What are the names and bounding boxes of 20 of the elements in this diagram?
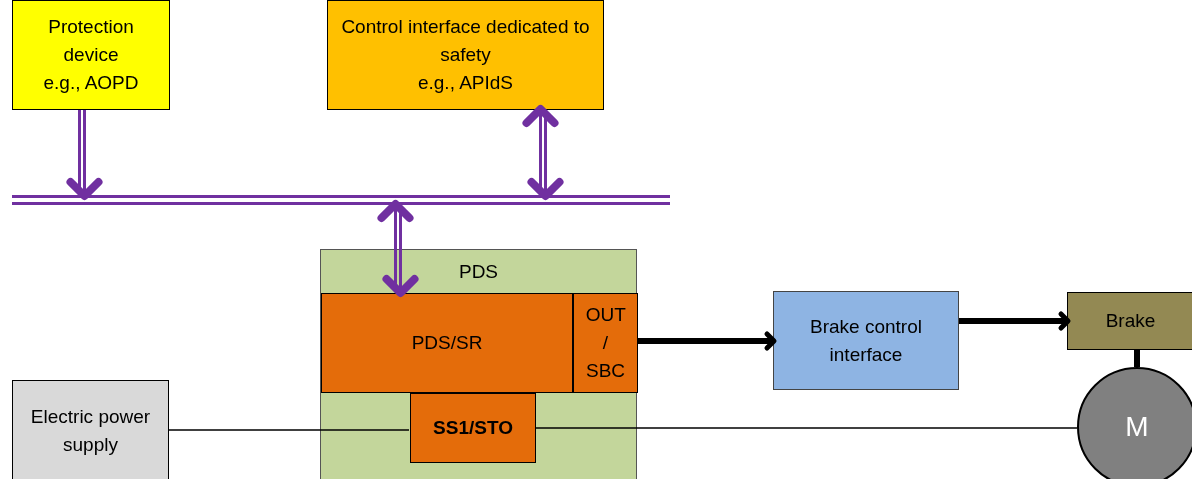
node-text: e.g., AOPD [42, 71, 140, 95]
node-text: Electric power supply [29, 404, 152, 457]
process-box [327, 0, 604, 110]
process-box [773, 291, 959, 390]
node-text: PDS/SR [410, 331, 484, 355]
process-box [321, 293, 573, 393]
process-box [573, 293, 638, 393]
node-text: M [1124, 413, 1150, 441]
node-text: PDS [457, 260, 500, 284]
bus-line [12, 195, 670, 205]
node-text: e.g., APIdS [416, 71, 515, 95]
process-box [12, 380, 169, 479]
process-box [12, 0, 170, 110]
node-text: OUT / SBC [584, 303, 627, 383]
process-box [320, 249, 637, 479]
process-box [410, 393, 536, 463]
node-text: SS1/STO [432, 416, 514, 440]
node-text: Brake [1104, 309, 1157, 333]
process-box [1067, 292, 1192, 350]
node-text: Brake control interface [809, 314, 923, 367]
